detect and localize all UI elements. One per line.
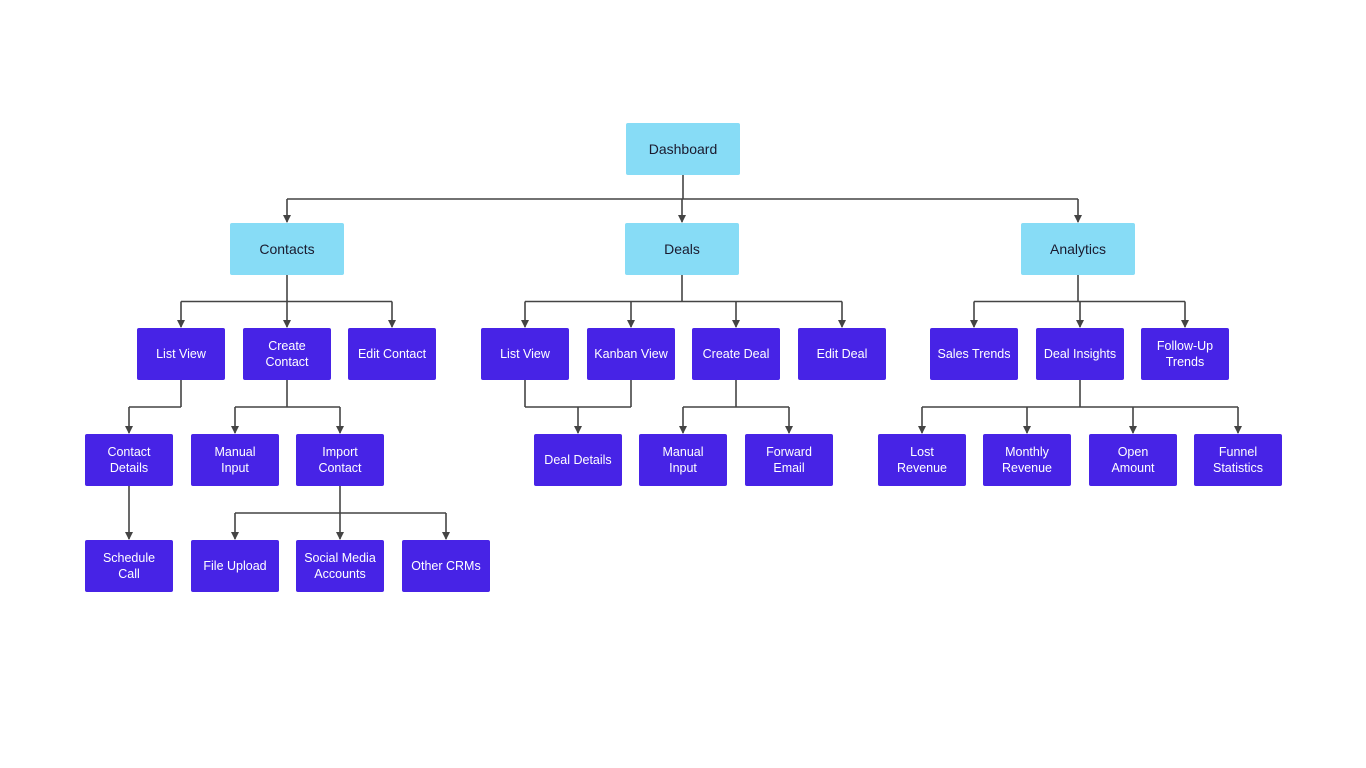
node-edit-deal[interactable]: Edit Deal	[798, 328, 886, 380]
node-deal-manual-input[interactable]: Manual Input	[639, 434, 727, 486]
node-forward-email[interactable]: Forward Email	[745, 434, 833, 486]
node-other-crms[interactable]: Other CRMs	[402, 540, 490, 592]
node-import-contact[interactable]: Import Contact	[296, 434, 384, 486]
node-deal-details[interactable]: Deal Details	[534, 434, 622, 486]
node-open-amount[interactable]: Open Amount	[1089, 434, 1177, 486]
node-kanban-view[interactable]: Kanban View	[587, 328, 675, 380]
node-contacts[interactable]: Contacts	[230, 223, 344, 275]
node-create-contact[interactable]: Create Contact	[243, 328, 331, 380]
node-contact-manual-input[interactable]: Manual Input	[191, 434, 279, 486]
node-deals-list-view[interactable]: List View	[481, 328, 569, 380]
node-create-deal[interactable]: Create Deal	[692, 328, 780, 380]
node-file-upload[interactable]: File Upload	[191, 540, 279, 592]
node-funnel-statistics[interactable]: Funnel Statistics	[1194, 434, 1282, 486]
node-dashboard[interactable]: Dashboard	[626, 123, 740, 175]
node-follow-up-trends[interactable]: Follow-Up Trends	[1141, 328, 1229, 380]
node-contact-details[interactable]: Contact Details	[85, 434, 173, 486]
node-contacts-list-view[interactable]: List View	[137, 328, 225, 380]
node-analytics[interactable]: Analytics	[1021, 223, 1135, 275]
node-sales-trends[interactable]: Sales Trends	[930, 328, 1018, 380]
node-monthly-revenue[interactable]: Monthly Revenue	[983, 434, 1071, 486]
node-social-media-accounts[interactable]: Social Media Accounts	[296, 540, 384, 592]
node-deals[interactable]: Deals	[625, 223, 739, 275]
node-lost-revenue[interactable]: Lost Revenue	[878, 434, 966, 486]
node-deal-insights[interactable]: Deal Insights	[1036, 328, 1124, 380]
node-edit-contact[interactable]: Edit Contact	[348, 328, 436, 380]
node-schedule-call[interactable]: Schedule Call	[85, 540, 173, 592]
